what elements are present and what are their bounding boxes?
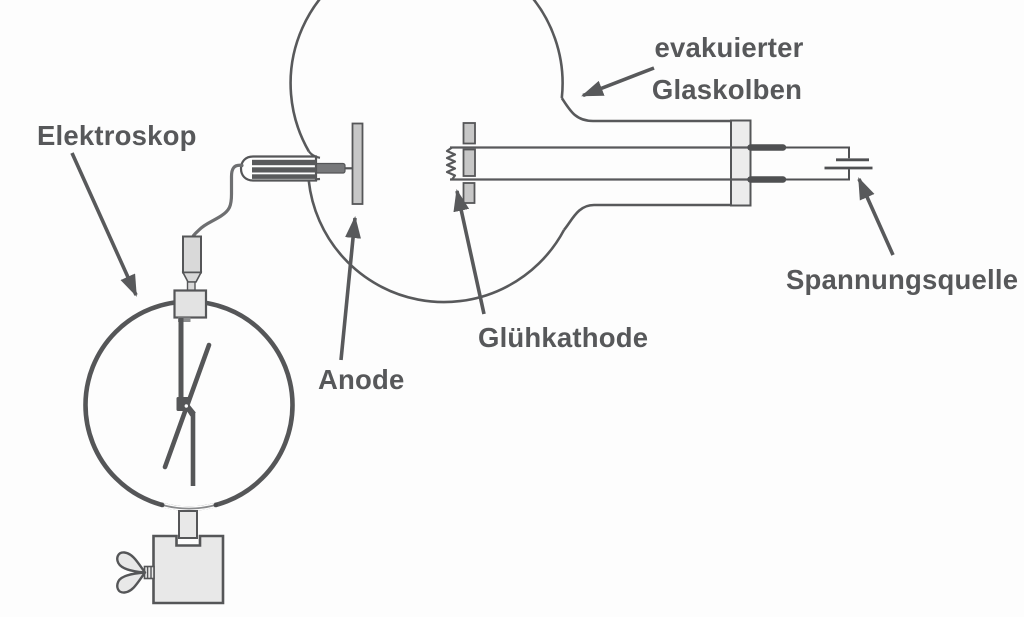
glass-bulb [289,0,731,304]
annotation-arrows [70,66,895,361]
cathode-plate-bottom [462,182,476,204]
labels: Elektroskop evakuierter Glaskolben Anode… [37,32,1018,395]
label-anode: Anode [318,364,405,395]
anode-plate [351,122,364,205]
label-gluehkathode: Glühkathode [478,322,648,353]
label-spannungsquelle: Spannungsquelle [786,264,1018,295]
anode-assembly [239,122,364,205]
battery-lead-top [783,146,850,159]
stand-base [152,534,225,605]
stand-stem [178,510,198,539]
plug-rod [314,162,346,174]
bulb-wall-upper [289,0,564,152]
plug-contact-bar [252,174,316,179]
arrow-to-electroscope [70,152,138,297]
voltage-source-circuit [747,144,873,183]
plug-contact-bar [252,159,316,166]
housing-slot-end [159,502,165,508]
battery-lead-bottom [783,169,850,181]
arrow-to-glass-bulb [581,66,655,98]
bulb-neck-top [560,97,731,123]
bulb-wall-lower [307,180,566,304]
bulb-neck-bottom [563,203,731,231]
connector-body [182,235,202,274]
label-glaskolben-line2: Glaskolben [652,74,802,105]
label-glaskolben-line1: evakuierter [655,32,804,63]
pivot-hole [184,404,188,408]
connection-wire [190,163,244,240]
wingnut [116,551,147,594]
cathode-plate-top [462,122,476,145]
housing-slot-end [213,502,219,508]
tube-socket-cap [730,119,752,207]
connector-stem [186,281,196,292]
arrow-to-voltage-source [857,177,895,256]
electroscope [83,235,295,605]
terminal-cap [173,289,208,319]
arrow-to-anode [339,216,361,361]
cathode-plate-middle [462,148,476,177]
housing-bottom-slot-line [161,504,217,510]
label-elektroskop: Elektroskop [37,120,197,151]
filament-zigzag [445,146,457,181]
connector-taper [181,271,203,283]
plug-contact-bar [252,167,316,173]
arrow-to-cathode [453,189,486,315]
terminal-cap-step [178,317,191,322]
gluehkathode-assembly [445,122,751,204]
